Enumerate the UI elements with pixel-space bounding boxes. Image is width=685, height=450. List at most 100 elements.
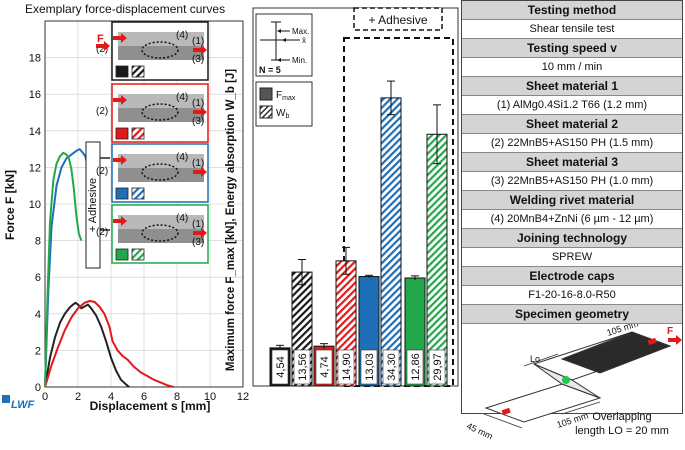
value-label-box xyxy=(360,349,378,385)
param-head-5: Welding rivet material xyxy=(462,191,682,210)
param-value-5: (4) 20MnB4+ZnNi (6 µm - 12 µm) xyxy=(462,210,682,229)
line-series-0 xyxy=(44,301,130,388)
legend-key-max: Max. xyxy=(292,27,309,36)
bar-value-label: 34,30 xyxy=(386,353,398,381)
line-x-tick: 10 xyxy=(204,391,216,403)
force-arrow-icon xyxy=(96,41,110,51)
param-head-4: Sheet material 3 xyxy=(462,153,682,172)
specimen-fill-swatch xyxy=(115,127,129,140)
bar-value-label: 13,03 xyxy=(364,353,376,381)
weld-point-icon xyxy=(562,376,570,384)
value-label-box xyxy=(271,349,289,385)
specimen-label: (1) xyxy=(192,219,204,230)
specimen-label: (4) xyxy=(176,213,188,224)
bar-legend: Fmax Wb xyxy=(255,81,313,127)
value-label-box xyxy=(406,349,424,385)
clamp-arrow-left-icon xyxy=(113,95,127,105)
specimen-photo-lower-0 xyxy=(118,46,204,60)
value-label-box xyxy=(315,349,333,385)
param-value-7: F1-20-16-8.0-R50 xyxy=(462,286,682,305)
line-y-tick: 18 xyxy=(29,53,41,65)
force-label-f: F xyxy=(97,33,104,45)
param-head-3: Sheet material 2 xyxy=(462,115,682,134)
adhesive-bracket-label: + Adhesive xyxy=(87,178,99,232)
weld-contour-1 xyxy=(141,103,179,121)
force-label-geometry: F xyxy=(667,326,673,337)
param-head-2: Sheet material 1 xyxy=(462,77,682,96)
bar-value-label: 29,97 xyxy=(432,353,444,381)
param-head-7: Electrode caps xyxy=(462,267,682,286)
weld-contour-3 xyxy=(141,224,179,242)
specimen-label: (3) xyxy=(192,116,204,127)
specimen-label: (2) xyxy=(96,106,108,117)
line-x-tick: 8 xyxy=(174,391,180,403)
specimen-label: (2) xyxy=(96,166,108,177)
line-y-tick: 8 xyxy=(35,236,41,248)
weld-contour-0 xyxy=(141,41,179,59)
param-head-6: Joining technology xyxy=(462,229,682,248)
legend-key-mean: x̄ xyxy=(302,36,306,45)
bar-wb-green xyxy=(426,133,448,387)
line-y-tick: 16 xyxy=(29,89,41,101)
legend-key-min: Min. xyxy=(292,56,307,65)
line-y-tick: 4 xyxy=(35,309,41,321)
line-x-axis-label: Displacement s [mm] xyxy=(90,399,211,413)
clamp-arrow-right-icon xyxy=(193,228,207,238)
specimen-fill-swatch xyxy=(115,65,129,78)
line-plot-frame xyxy=(44,20,244,388)
adhesive-group-label: + Adhesive xyxy=(368,13,427,27)
specimen-hatch-swatch xyxy=(131,248,145,261)
line-series-3 xyxy=(44,151,83,388)
clamp-arrow-right-icon xyxy=(193,45,207,55)
clamp-red-top xyxy=(647,337,657,346)
line-x-tick: 6 xyxy=(141,391,147,403)
line-x-tick: 4 xyxy=(108,391,114,403)
param-head-0: Testing method xyxy=(462,1,682,20)
error-bar-legend: Max. x̄ Min. N = 5 xyxy=(255,13,313,77)
line-chart-title: Exemplary force-displacement curves xyxy=(25,2,225,16)
svg-text:LWF: LWF xyxy=(11,399,34,411)
line-y-tick: 2 xyxy=(35,345,41,357)
line-y-tick: 10 xyxy=(29,199,41,211)
line-series-1 xyxy=(44,300,174,388)
param-value-2: (1) AlMg0.4Si1.2 T66 (1.2 mm) xyxy=(462,96,682,115)
overlap-text-1: Overlapping xyxy=(592,411,651,423)
param-value-3: (2) 22MnB5+AS150 PH (1.5 mm) xyxy=(462,134,682,153)
specimen-hatch-swatch xyxy=(131,65,145,78)
specimen-label: (4) xyxy=(176,152,188,163)
lwf-logo: LWF xyxy=(2,395,34,411)
weld-contour-2 xyxy=(141,163,179,181)
bar-wb-blue xyxy=(380,97,402,387)
specimen-photo-lower-3 xyxy=(118,229,204,243)
param-value-1: 10 mm / min xyxy=(462,58,682,77)
value-label-box xyxy=(337,349,355,385)
specimen-label: (4) xyxy=(176,30,188,41)
clamp-arrow-left-icon xyxy=(113,155,127,165)
geometry-header: Specimen geometry xyxy=(462,305,682,324)
line-x-tick: 2 xyxy=(75,391,81,403)
specimen-photo-lower-1 xyxy=(118,108,204,122)
dim-width: 45 mm xyxy=(465,421,494,442)
clamp-arrow-left-icon xyxy=(113,216,127,226)
bar-y-axis-label: Maximum force F_max [kN], Energy absorpt… xyxy=(225,69,237,371)
value-label-box xyxy=(428,349,446,385)
specimen-panels: (4)(1)(2)(3)(4)(1)(2)(3)(4)(1)(2)(4)(1)(… xyxy=(96,21,209,264)
clamp-arrow-right-icon xyxy=(193,107,207,117)
specimen-fill-swatch xyxy=(115,187,129,200)
adhesive-group-label-box xyxy=(353,7,443,31)
bar-value-label: 4,54 xyxy=(275,356,287,377)
value-label-box xyxy=(293,349,311,385)
clamp-arrow-left-icon xyxy=(113,33,127,43)
specimen-label: (4) xyxy=(176,92,188,103)
specimen-geometry: F 105 mm Lo 105 mm 45 mm Overlapping len… xyxy=(462,324,682,450)
adhesive-bracket-box xyxy=(85,141,101,269)
specimen-label: (3) xyxy=(192,237,204,248)
dim-overlap: Lo xyxy=(530,354,540,364)
bar-value-label: 4,74 xyxy=(319,356,331,377)
line-y-tick: 6 xyxy=(35,272,41,284)
specimen-hatch-swatch xyxy=(131,187,145,200)
